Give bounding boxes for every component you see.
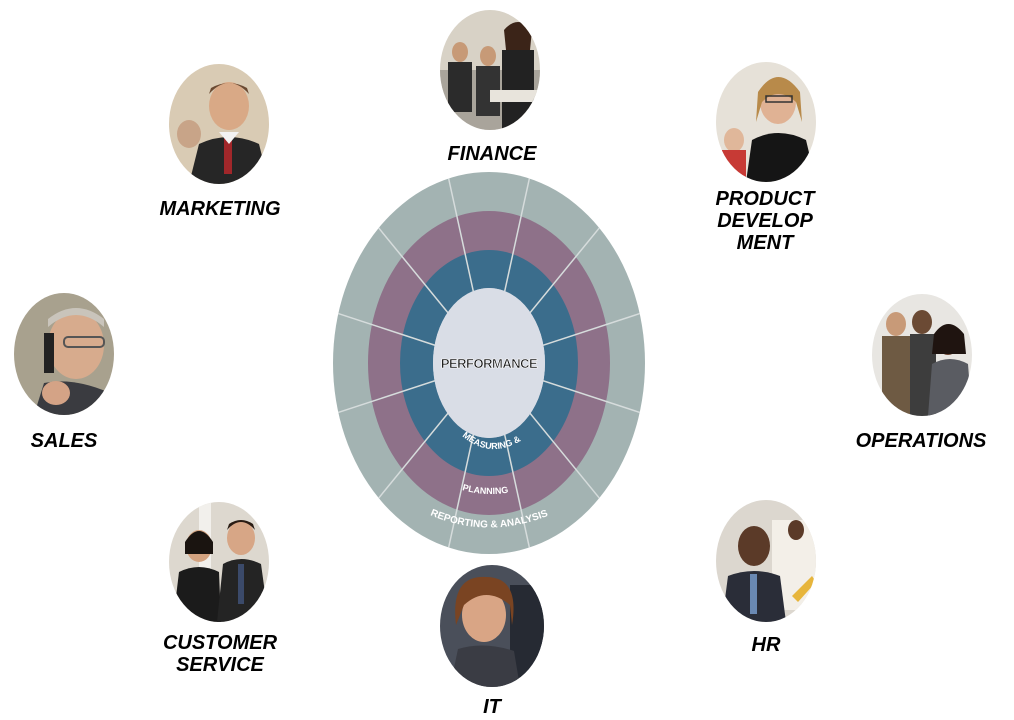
operations-photo xyxy=(872,294,972,416)
customer-service-photo xyxy=(169,502,269,622)
customer-service-label-line-2: SERVICE xyxy=(176,654,264,676)
marketing-photo xyxy=(169,64,269,184)
operations-label: OPERATIONS xyxy=(855,430,987,452)
product-development-label-line-2: DEVELOP xyxy=(717,210,813,232)
product-development-label-line-3: MENT xyxy=(736,232,794,254)
customer-service-label: CUSTOMER SERVICE xyxy=(140,632,300,676)
marketing-label: MARKETING xyxy=(159,198,281,220)
finance-label: FINANCE xyxy=(447,143,537,165)
sales-label: SALES xyxy=(30,430,98,452)
product-development-label: PRODUCT DEVELOP MENT xyxy=(700,188,830,254)
hr-label: HR xyxy=(751,634,781,656)
finance-photo xyxy=(440,10,540,130)
it-photo xyxy=(440,565,544,687)
product-development-label-line-1: PRODUCT xyxy=(715,188,815,210)
hr-photo xyxy=(716,500,816,622)
customer-service-label-line-1: CUSTOMER xyxy=(162,632,278,654)
core-label: PERFORMANCE xyxy=(441,356,538,371)
sales-photo xyxy=(14,293,114,415)
it-label: IT xyxy=(483,696,501,718)
product-development-photo xyxy=(716,62,816,182)
